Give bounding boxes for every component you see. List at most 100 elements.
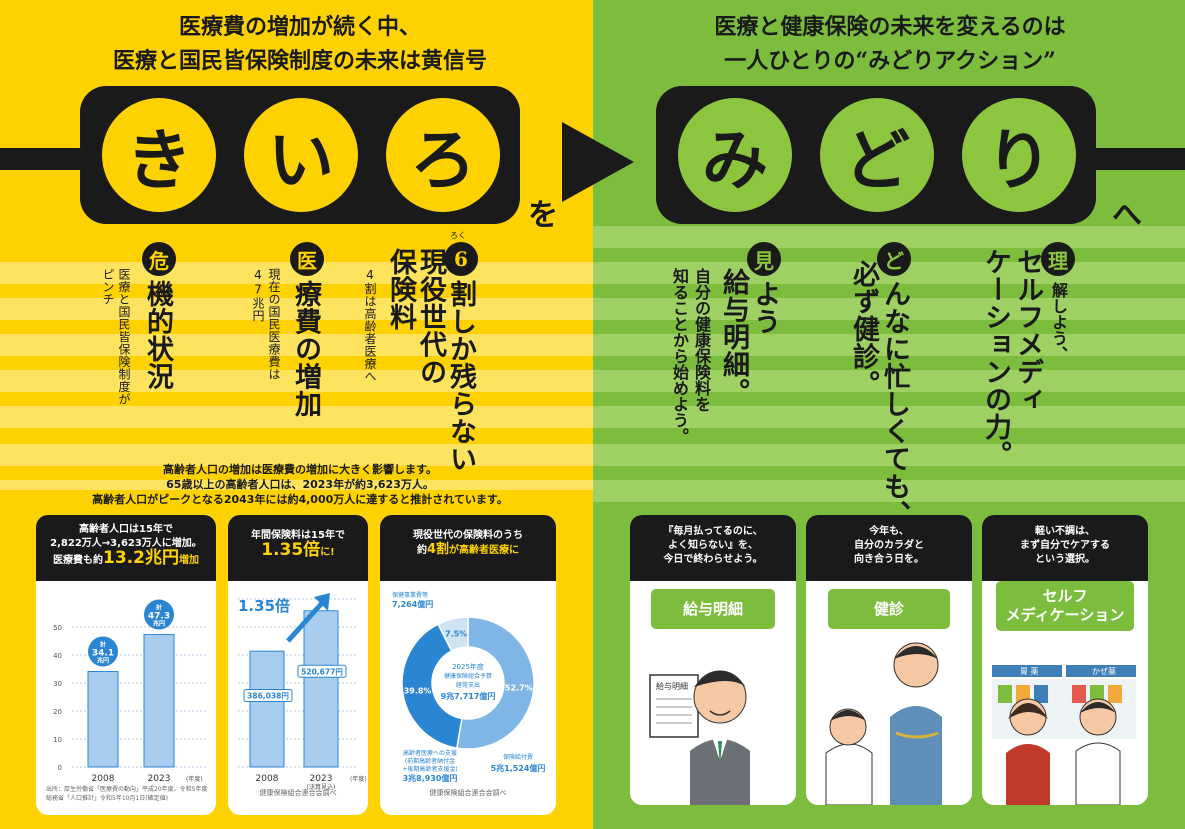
right-headline-line1: 医療と健康保険の未来を変えるのは — [714, 14, 1066, 40]
slice-label: 7.5% — [445, 629, 467, 638]
center-label-2: 健康保険組合予算 — [444, 672, 492, 680]
point-desc-kyuyo-2: 知ることから始めよう。 — [670, 268, 689, 444]
selfmed-head-line1: 軽い不調は、 — [1035, 526, 1095, 537]
point-title-6wari-2: 現役世代の — [415, 248, 446, 386]
right-headline: 医療と健康保険の未来を変えるのは 一人ひとりの“みどりアクション” — [640, 10, 1140, 78]
checkup-head-line3: 向き合う日を。 — [854, 554, 924, 565]
medical-cost-head-line3: 医療費も約13.2兆円増加 — [36, 548, 216, 568]
point-badge-mi: 見 — [747, 242, 781, 276]
bar — [249, 650, 285, 768]
payslip-button[interactable]: 給与明細 — [651, 589, 775, 629]
particle-wo: を — [528, 198, 558, 233]
medical-cost-card-header: 高齢者人口は15年で 2,822万人→3,623万人に増加。 医療費も約13.2… — [36, 515, 216, 581]
selfmed-sign-stomach: 胃 薬 — [1020, 666, 1039, 676]
selfmed-sign-cold: かぜ薬 — [1092, 666, 1116, 676]
bar — [143, 634, 175, 768]
budget-head-post: が高齢者医療に — [449, 545, 520, 556]
action-card-checkup: 今年も、 自分のカラダと 向き合う日を。 健診 — [806, 515, 972, 805]
segment-name-3: +後期高齢者支援金) — [402, 765, 457, 773]
medical-cost-head-line2: 2,822万人→3,623万人に増加。 — [50, 538, 202, 549]
data-label-box — [243, 689, 293, 703]
point-title-selfmedi-2: ケーションの力。 — [980, 248, 1011, 468]
medical-cost-card: 高齢者人口は15年で 2,822万人→3,623万人に増加。 医療費も約13.2… — [36, 515, 216, 815]
point-desc-iryo-2: 47兆円 — [251, 268, 265, 322]
premium-head-line1: 年間保険料は15年で — [251, 530, 345, 541]
premium-head-big: 1.35倍 — [261, 540, 321, 560]
medical-cost-head-pre: 医療費も約 — [53, 555, 104, 566]
premium-source: 健康保険組合連合会調べ — [259, 789, 337, 797]
kiiro-circle-ro: ろ — [386, 98, 500, 212]
y-tick-label: 30 — [53, 680, 62, 688]
data-label: 386,038円 — [247, 692, 289, 701]
y-tick-label: 20 — [53, 708, 62, 716]
medical-cost-head-big: 13.2兆円 — [103, 548, 179, 568]
segment-name-2: (前期高齢者納付金 — [405, 757, 455, 765]
point-title-iryo: 療費の増加 — [290, 280, 321, 418]
donut-hole — [433, 648, 503, 718]
selfmed-button-line2: メディケーション — [1005, 606, 1125, 624]
trend-arrow-head-icon — [314, 593, 330, 611]
data-label-prefix: 計 — [100, 641, 106, 649]
left-headline: 医療費の増加が続く中、 医療と国民皆保険制度の未来は黄信号 — [60, 10, 540, 78]
selfmed-button[interactable]: セルフメディケーション — [996, 581, 1134, 631]
point-title-kenshin: 必ず健診。 — [848, 260, 879, 398]
action-card-selfmed: 軽い不調は、 まず自分でケアする という選択。 セルフメディケーション 胃 薬 … — [982, 515, 1148, 805]
premium-card-header: 年間保険料は15年で 1.35倍に! — [228, 515, 368, 581]
point-title-kiki: 機的状況 — [142, 280, 173, 390]
budget-card-header: 現役世代の保険料のうち 約4割が高齢者医療に — [380, 515, 556, 581]
selfmed-head-line2: まず自分でケアする — [1020, 540, 1110, 551]
y-tick-label: 50 — [53, 624, 62, 632]
slice-label: 39.8% — [404, 687, 432, 696]
data-label-box — [297, 664, 347, 678]
donut-slice — [437, 616, 469, 652]
donut-slice — [401, 623, 463, 749]
checkup-head-line1: 今年も、 — [869, 526, 909, 537]
midori-circle-do: ど — [820, 98, 934, 212]
segment-amount: 7,264億円 — [392, 599, 433, 609]
ratio-label: 1.35倍 — [238, 597, 290, 615]
x-tick-label: 2008 — [92, 774, 115, 784]
x-tick-label: 2023 — [148, 774, 171, 784]
payslip-illustration: 給与明細 — [649, 670, 750, 805]
midori-circle-ri: り — [962, 98, 1076, 212]
segment-name: 保健事業費等 — [392, 591, 428, 599]
data-label: 47.3 — [148, 612, 170, 622]
selfmed-illustration: 胃 薬 かぜ薬 — [992, 665, 1136, 805]
slice-label: 52.7% — [505, 683, 533, 692]
transition-arrow-icon — [562, 122, 634, 202]
selfmed-button-line1: セルフ — [1042, 587, 1088, 605]
midori-circle-mi: み — [678, 98, 792, 212]
point-desc-rikai: 解しよう、 — [1049, 282, 1068, 362]
checkup-head-line2: 自分のカラダと — [854, 540, 924, 551]
medical-cost-source-line2: 総務省「人口推計」令和5年10月1日(確定値) — [46, 795, 168, 802]
segment-name: 高齢者医療への支援 — [403, 749, 457, 757]
x-tick-sublabel: (決算見込) — [307, 783, 336, 791]
y-tick-label: 40 — [53, 652, 62, 660]
point-title-selfmedi: セルフメディ — [1012, 248, 1043, 413]
center-label-3: 経常支出 — [456, 681, 480, 689]
data-label: 34.1 — [92, 649, 114, 659]
point-badge-ri: 理 — [1041, 242, 1075, 276]
payslip-head-line2: よく知らない』を、 — [668, 540, 758, 551]
bar — [87, 671, 119, 768]
point-desc-kiki-2: ピンチ — [101, 268, 115, 306]
point-desc-kyuyo: 自分の健康保険料を — [692, 268, 711, 412]
point-title-6wari: 割しか残らない — [445, 280, 476, 473]
budget-source: 健康保険組合連合会調べ — [429, 789, 507, 797]
right-headline-line2: 一人ひとりの“みどりアクション” — [724, 48, 1056, 74]
payslip-doc-label: 給与明細 — [656, 681, 688, 691]
budget-head-line1: 現役世代の保険料のうち — [413, 530, 523, 541]
center-label-1: 2025年度 — [452, 662, 484, 671]
particle-he: へ — [1112, 198, 1142, 233]
point-desc-iryo: 現在の国民医療費は — [267, 268, 281, 381]
data-label-prefix: 計 — [156, 604, 162, 612]
checkup-button[interactable]: 健診 — [828, 589, 950, 629]
donut-slice — [455, 616, 535, 750]
y-tick-label: 0 — [58, 764, 62, 772]
medical-cost-head-line1: 高齢者人口は15年で — [79, 524, 173, 535]
y-tick-label: 10 — [53, 736, 62, 744]
center-total: 9兆7,717億円 — [441, 691, 496, 701]
